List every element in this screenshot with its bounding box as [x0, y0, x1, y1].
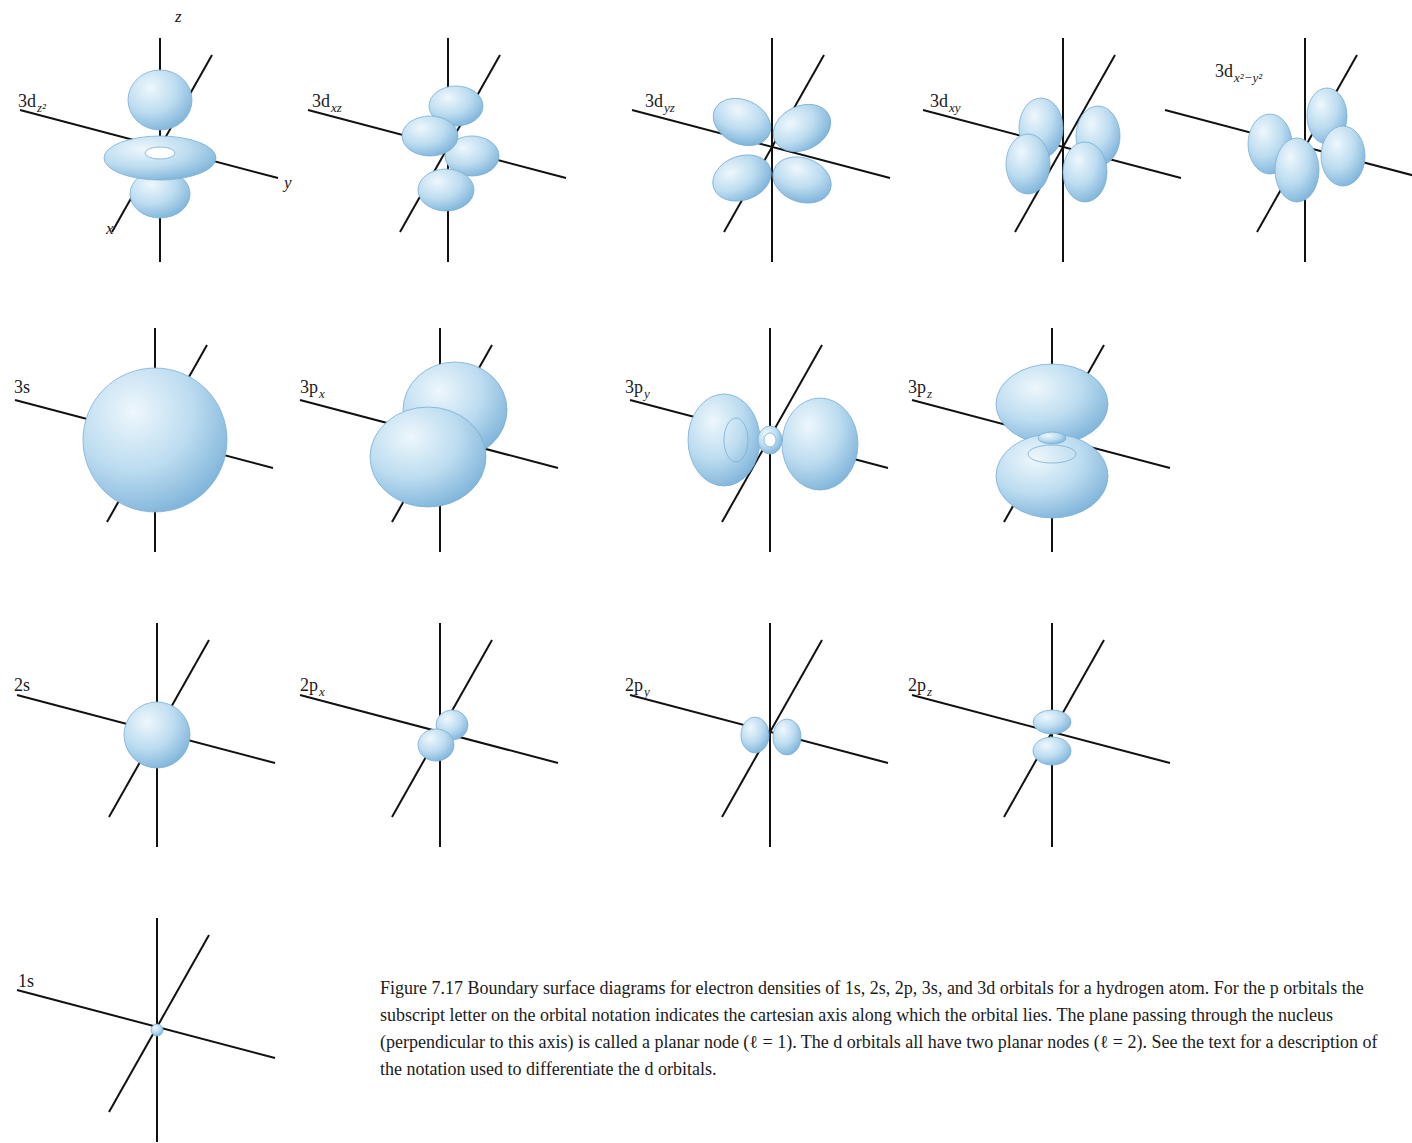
- orbital-label: 2s: [14, 675, 30, 695]
- orbital-subscript: y: [644, 386, 650, 401]
- orbital-subscript: xy: [949, 100, 961, 115]
- orbital-label: 3d: [930, 91, 948, 111]
- orbital-label: 3d: [312, 91, 330, 111]
- axis-label-group: z: [175, 8, 182, 25]
- orbital-label-group: 3s: [14, 378, 30, 396]
- orbital-label-group: 3dxz: [312, 92, 342, 110]
- orbital-subscript: y: [644, 684, 650, 699]
- orbital-label-group: 3dyz: [645, 92, 675, 110]
- figure-caption: Figure 7.17 Boundary surface diagrams fo…: [380, 975, 1402, 1083]
- orbital-label-group: 2px: [300, 676, 325, 694]
- orbital-label: 2p: [908, 675, 926, 695]
- orbital-label: 3p: [908, 377, 926, 397]
- orbital-subscript: z²: [37, 100, 46, 115]
- axis-label: z: [175, 7, 182, 26]
- axis-label: y: [284, 173, 292, 192]
- orbital-label: 1s: [18, 971, 34, 991]
- orbital-label: 3d: [18, 91, 36, 111]
- orbital-label: 3p: [300, 377, 318, 397]
- orbital-label-group: 1s: [18, 972, 34, 990]
- axis-label-group: y: [284, 174, 292, 191]
- orbital-label-group: 3dx²−y²: [1215, 62, 1262, 80]
- orbital-label-group: 3dz²: [18, 92, 46, 110]
- orbital-subscript: xz: [331, 100, 342, 115]
- orbital-label-group: 3pz: [908, 378, 932, 396]
- orbital-subscript: x: [319, 386, 325, 401]
- orbital-subscript: z: [927, 386, 932, 401]
- orbital-label-group: 3px: [300, 378, 325, 396]
- orbital-label-group: 3dxy: [930, 92, 961, 110]
- orbital-label: 3p: [625, 377, 643, 397]
- orbital-label: 2p: [300, 675, 318, 695]
- orbital-label-group: 3py: [625, 378, 650, 396]
- orbital-label: 3s: [14, 377, 30, 397]
- orbital-label: 2p: [625, 675, 643, 695]
- orbital-subscript: x²−y²: [1234, 70, 1262, 85]
- orbital-label-group: 2s: [14, 676, 30, 694]
- orbital-subscript: z: [927, 684, 932, 699]
- orbital-subscript: x: [319, 684, 325, 699]
- orbital-subscript: yz: [664, 100, 675, 115]
- orbital-label-group: 2pz: [908, 676, 932, 694]
- orbital-label: 3d: [645, 91, 663, 111]
- orbital-label-group: 2py: [625, 676, 650, 694]
- axis-label: x: [106, 219, 114, 238]
- axis-label-group: x: [106, 220, 114, 237]
- orbital-label: 3d: [1215, 61, 1233, 81]
